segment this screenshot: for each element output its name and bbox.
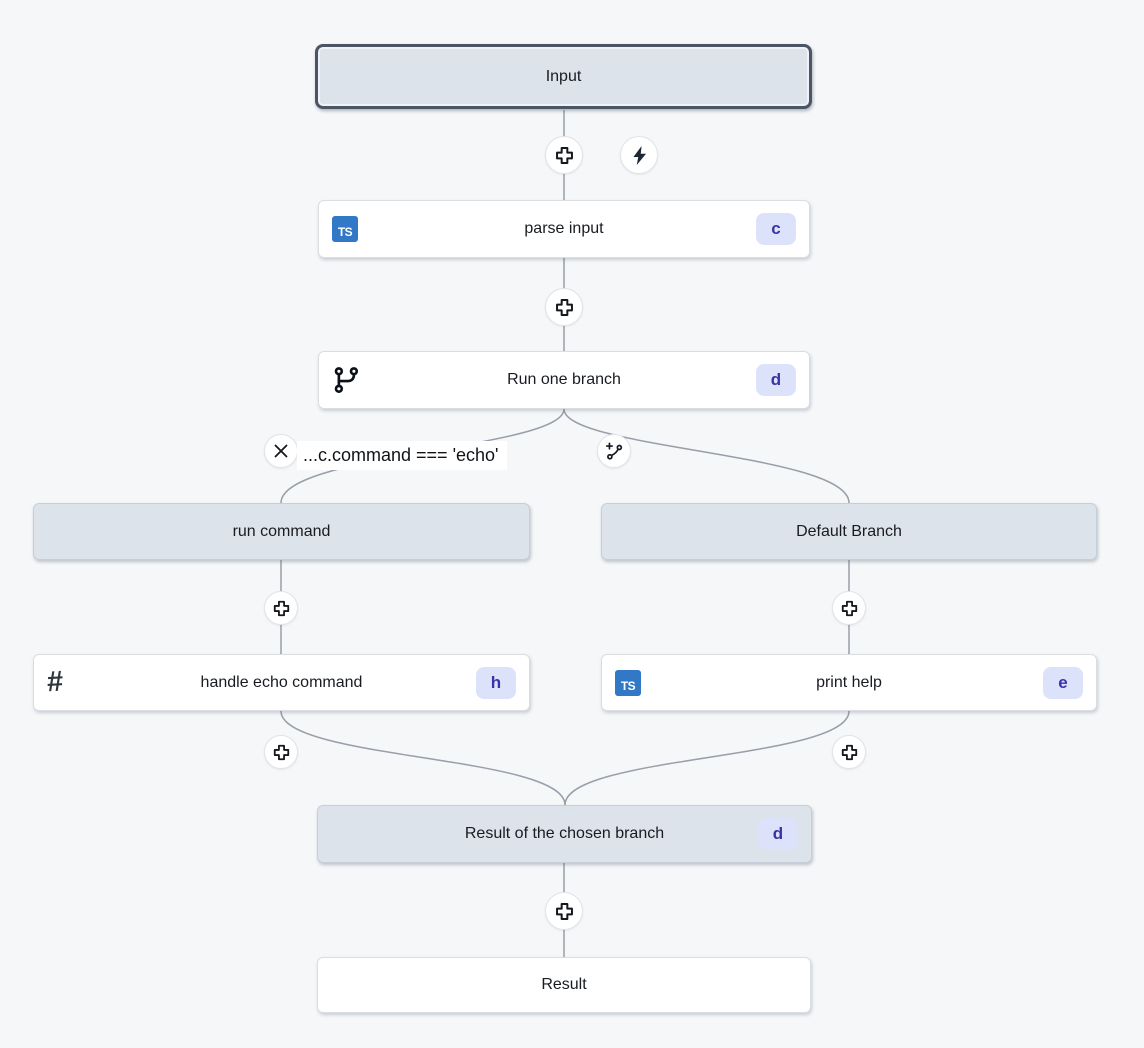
plus-icon bbox=[273, 600, 289, 616]
step-id-badge: h bbox=[476, 666, 516, 699]
add-step-button[interactable] bbox=[832, 591, 866, 625]
lightning-bolt-icon bbox=[632, 145, 646, 165]
step-id-badge: d bbox=[756, 364, 796, 396]
add-branch-icon bbox=[605, 441, 622, 460]
add-step-button[interactable] bbox=[832, 735, 866, 769]
trigger-button[interactable] bbox=[620, 136, 658, 174]
plus-icon bbox=[555, 298, 573, 316]
node-branch-result[interactable]: Result of the chosen branch d bbox=[317, 805, 812, 863]
add-step-button[interactable] bbox=[545, 892, 583, 930]
node-print-help-label: print help bbox=[816, 673, 882, 691]
add-step-button[interactable] bbox=[545, 288, 583, 326]
plus-icon bbox=[273, 744, 289, 760]
branch-condition-label[interactable]: ...c.command === 'echo' bbox=[297, 441, 508, 470]
node-run-one-branch[interactable]: Run one branch d bbox=[318, 351, 810, 409]
node-branch-result-label: Result of the chosen branch bbox=[464, 825, 665, 842]
hash-icon: # bbox=[46, 665, 64, 699]
node-run-command-branch[interactable]: run command bbox=[33, 503, 530, 560]
node-handle-echo-command[interactable]: # handle echo command h bbox=[33, 654, 530, 711]
step-id-badge: e bbox=[1043, 666, 1083, 699]
node-default-branch[interactable]: Default Branch bbox=[601, 503, 1097, 560]
add-step-button[interactable] bbox=[545, 136, 583, 174]
node-input[interactable]: Input bbox=[315, 44, 812, 109]
node-input-label: Input bbox=[545, 67, 582, 85]
node-result-label: Result bbox=[541, 976, 587, 993]
typescript-icon: TS bbox=[615, 669, 641, 696]
node-default-branch-label: Default Branch bbox=[796, 522, 902, 540]
plus-icon bbox=[841, 600, 857, 616]
node-run-one-branch-label: Run one branch bbox=[507, 371, 621, 388]
node-result[interactable]: Result bbox=[317, 957, 811, 1013]
add-step-button[interactable] bbox=[264, 735, 298, 769]
node-print-help[interactable]: TS print help e bbox=[601, 654, 1097, 711]
node-parse-input-label: parse input bbox=[524, 220, 604, 237]
node-parse-input[interactable]: TS parse input c bbox=[318, 200, 810, 258]
node-run-command-label: run command bbox=[232, 522, 331, 540]
add-step-button[interactable] bbox=[264, 591, 298, 625]
plus-icon bbox=[555, 902, 573, 920]
plus-icon bbox=[841, 744, 857, 760]
close-icon bbox=[274, 444, 288, 458]
typescript-icon: TS bbox=[332, 216, 358, 242]
step-id-badge: d bbox=[758, 818, 798, 850]
add-branch-button[interactable] bbox=[597, 434, 631, 468]
step-id-badge: c bbox=[756, 213, 796, 245]
node-handle-echo-command-label: handle echo command bbox=[200, 673, 363, 691]
remove-branch-button[interactable] bbox=[264, 434, 298, 468]
git-branch-icon bbox=[332, 365, 362, 395]
plus-icon bbox=[555, 146, 573, 164]
